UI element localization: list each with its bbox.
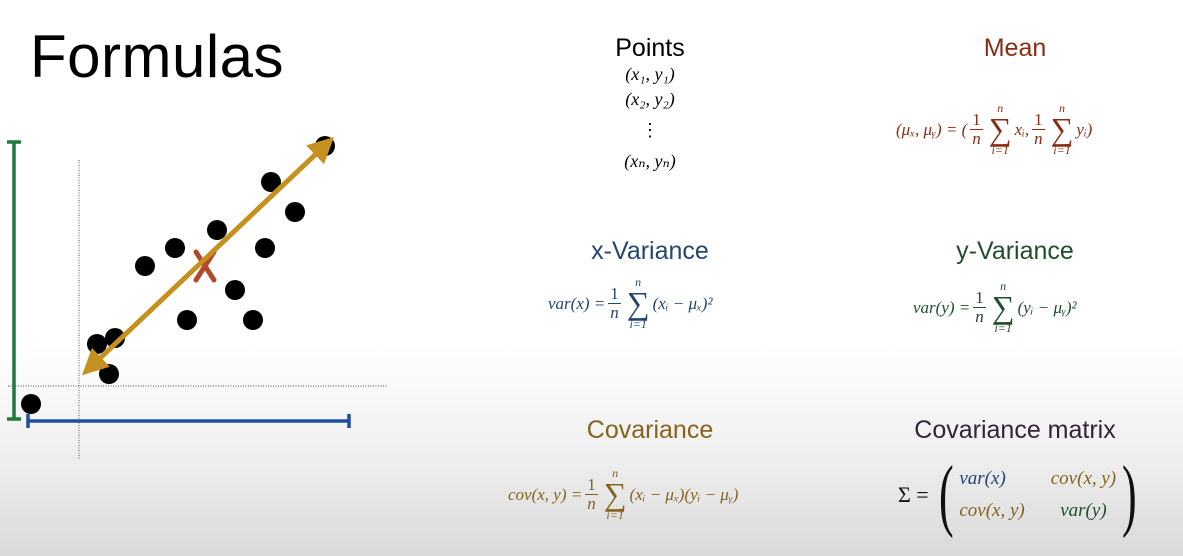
mean-sum-lower-2: i=1 <box>1053 142 1071 157</box>
point-n: (xₙ, yₙ) <box>624 151 676 171</box>
matrix-cell-12: cov(x, y) <box>1050 468 1117 489</box>
data-point-10 <box>243 310 263 330</box>
data-point-11 <box>255 238 275 258</box>
x-variance-frac-num: 1 <box>608 284 621 305</box>
covariance-sum: n∑i=1 <box>603 466 627 522</box>
data-point-5 <box>135 256 155 276</box>
covariance-sum-upper: n <box>612 466 619 480</box>
y-range-bar <box>7 140 21 421</box>
principal-direction-arrow <box>82 137 334 376</box>
arrow-head-start <box>82 347 110 376</box>
scatter-illustration <box>7 136 388 460</box>
mean-frac-den-1: n <box>972 129 981 149</box>
covariance-matrix-heading: Covariance matrix <box>914 416 1116 444</box>
covariance-term: (xᵢ − μₓ)(yᵢ − μᵧ) <box>629 484 739 504</box>
left-paren-icon: ( <box>938 451 954 539</box>
mean-term-1: xᵢ, <box>1014 119 1030 139</box>
matrix-cell-22: var(y) <box>1060 500 1107 521</box>
mean-frac-den-2: n <box>1034 129 1043 149</box>
y-variance-frac-den: n <box>975 307 984 327</box>
data-point-13 <box>285 202 305 222</box>
covariance-frac-num: 1 <box>585 475 598 496</box>
x-variance-sum-upper: n <box>635 275 642 289</box>
points-ellipsis: ⋮ <box>641 120 659 140</box>
mean-sum-upper-2: n <box>1059 101 1065 115</box>
page-title: Formulas <box>30 23 285 90</box>
mean-sum-1: n∑i=1 <box>988 101 1012 157</box>
x-variance-term: (xᵢ − μₓ)² <box>652 293 713 313</box>
data-point-6 <box>165 238 185 258</box>
data-point-1 <box>21 394 41 414</box>
data-point-3 <box>99 364 119 384</box>
covariance-lhs: cov(x, y) = <box>508 484 583 504</box>
y-variance-sum-upper: n <box>1000 279 1007 293</box>
mean-frac-num-1: 1 <box>970 110 983 131</box>
point-1: (x₁, y₁) <box>625 64 675 84</box>
points-list: (x₁, y₁) (x₂, y₂) ⋮ (xₙ, yₙ) <box>590 62 710 174</box>
mean-heading: Mean <box>983 34 1047 62</box>
matrix-cell-21: cov(x, y) <box>959 500 1025 521</box>
y-variance-sum-lower: i=1 <box>994 320 1012 335</box>
matrix-cell-11: var(x) <box>959 468 1006 489</box>
covariance-frac-den: n <box>587 494 596 514</box>
arrow-head-end <box>306 137 334 165</box>
y-variance-sum: n∑i=1 <box>991 279 1015 335</box>
mean-lhs: (μₓ, μᵧ) = ( <box>896 119 968 139</box>
mean-sum-upper-1: n <box>997 101 1004 115</box>
arrow-shaft <box>93 147 323 365</box>
covariance-heading: Covariance <box>586 416 714 444</box>
x-variance-heading: x-Variance <box>591 237 709 265</box>
mean-term-2: yᵢ) <box>1076 119 1093 139</box>
covariance-matrix-grid: var(x) cov(x, y) cov(x, y) var(y) <box>959 468 1116 522</box>
data-point-12 <box>261 172 281 192</box>
x-variance-sum-lower: i=1 <box>629 316 647 331</box>
x-variance-lhs: var(x) = <box>548 293 606 313</box>
covariance-matrix-formula: Σ = ( var(x) cov(x, y) cov(x, y) var(y) … <box>898 455 1143 535</box>
points-heading: Points <box>615 34 685 62</box>
covariance-matrix-lhs: Σ = <box>898 482 929 507</box>
y-variance-heading: y-Variance <box>956 237 1074 265</box>
data-point-8 <box>207 220 227 240</box>
mean-sum-lower-1: i=1 <box>991 142 1009 157</box>
point-2: (x₂, y₂) <box>625 89 675 109</box>
y-variance-lhs: var(y) = <box>913 297 971 317</box>
data-point-4 <box>105 328 125 348</box>
x-range-bar <box>26 414 351 428</box>
data-point-9 <box>225 280 245 300</box>
data-point-7 <box>177 310 197 330</box>
right-paren-icon: ) <box>1122 451 1137 539</box>
y-variance-term: (yᵢ − μᵧ)² <box>1017 297 1077 317</box>
x-variance-frac-den: n <box>610 303 619 323</box>
mean-frac-num-2: 1 <box>1032 110 1045 131</box>
mean-sum-2: n∑i=1 <box>1050 101 1074 157</box>
y-variance-frac-num: 1 <box>973 288 986 309</box>
covariance-sum-lower: i=1 <box>606 507 624 522</box>
x-variance-sum: n∑i=1 <box>626 275 650 331</box>
